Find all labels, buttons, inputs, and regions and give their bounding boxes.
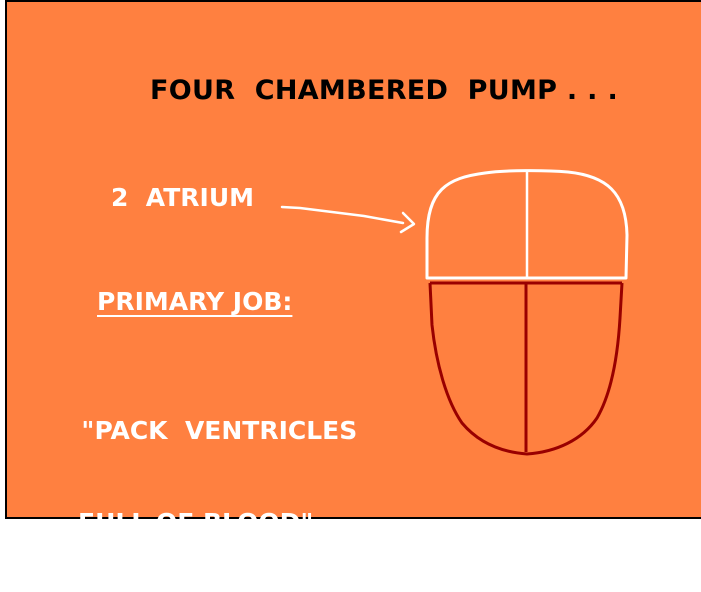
primary-job-text: "PACK VENTRICLES FULL OF BLOOD" [64, 362, 357, 592]
atrium-label: 2 ATRIUM [111, 183, 254, 212]
slide-title: FOUR CHAMBERED PUMP . . . [150, 75, 618, 106]
primary-job-line-2: FULL OF BLOOD" [64, 500, 357, 546]
primary-job-line-1: "PACK VENTRICLES [81, 416, 357, 445]
primary-job-heading: PRIMARY JOB: [97, 287, 292, 316]
